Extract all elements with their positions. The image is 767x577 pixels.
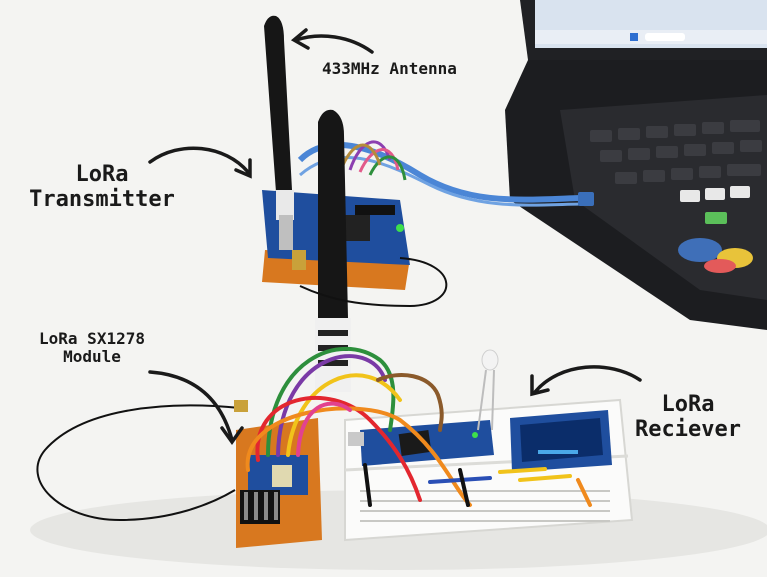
oled-display <box>510 410 612 472</box>
arrow-transmitter-head <box>234 158 252 179</box>
label-antenna: 433MHz Antenna <box>322 59 457 78</box>
antenna-receiver <box>315 109 351 392</box>
usb-plug <box>578 192 594 206</box>
laptop-sticker <box>678 238 753 273</box>
label-module-line2: Module <box>63 347 121 367</box>
transmitter-led <box>396 224 404 232</box>
arrow-antenna-head <box>290 28 310 50</box>
annotation-arrows <box>148 28 642 446</box>
label-transmitter-line2: Transmitter <box>29 187 175 213</box>
label-module-line1: LoRa SX1278 <box>39 329 145 348</box>
laptop-green-key <box>705 212 727 224</box>
laptop-keys <box>590 120 762 184</box>
sma-connector-tx <box>292 250 306 270</box>
label-module: LoRa SX1278 Module <box>22 329 162 367</box>
label-receiver-line1: LoRa <box>661 392 715 417</box>
label-transmitter-line1: LoRa <box>75 162 129 187</box>
arrow-module <box>148 370 234 442</box>
coiled-wire-rx <box>36 404 241 522</box>
taskbar-start-icon <box>630 33 638 41</box>
arrow-receiver-head <box>530 374 550 397</box>
coiled-wire-tx <box>299 257 448 308</box>
arrow-module-head <box>220 426 244 446</box>
arrow-transmitter <box>148 146 250 174</box>
label-receiver-line2: Reciever <box>635 417 741 443</box>
laptop-white-keys <box>680 186 750 202</box>
laptop <box>505 0 767 330</box>
label-receiver: LoRa Reciever <box>618 392 758 443</box>
taskbar-search-box <box>645 33 685 41</box>
arrow-antenna <box>294 34 374 54</box>
arrow-receiver <box>533 365 642 394</box>
breadboard-jumpers <box>363 463 592 507</box>
transmitter-header <box>355 205 395 215</box>
led-component <box>477 349 499 431</box>
label-transmitter: LoRa Transmitter <box>22 162 182 213</box>
antenna-transmitter <box>264 15 294 250</box>
